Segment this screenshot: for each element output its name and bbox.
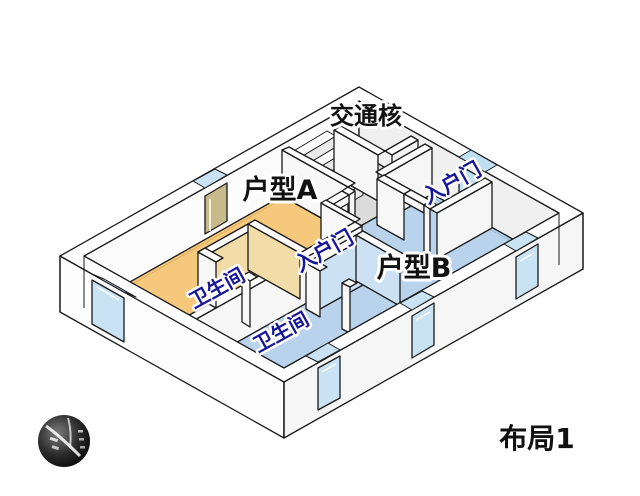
window-se3 — [515, 243, 539, 300]
windows — [91, 149, 539, 411]
unit-a-label: 户型A — [243, 174, 318, 206]
window-frame-line — [321, 363, 337, 373]
window-sw-top-notch — [91, 273, 137, 298]
logo-slash — [45, 424, 82, 458]
division-jog-wall-top — [320, 199, 361, 223]
core-bottom-wall-top — [375, 143, 433, 177]
core-label: 交通核 — [330, 102, 402, 130]
shaft-wall2-top — [384, 135, 419, 156]
window-se1-top-notch — [305, 342, 341, 363]
window-nw-top-notch — [192, 168, 228, 189]
logo-mark — [78, 430, 83, 433]
logo-watermark — [38, 415, 90, 467]
window-frame-line — [415, 311, 431, 321]
window-se2-top-notch — [399, 290, 435, 311]
bathroom-unit-a — [197, 219, 308, 328]
core-left-wall-top — [281, 146, 356, 188]
logo-slash2 — [67, 417, 72, 449]
unit-b-label: 户型B — [377, 252, 452, 284]
window-se2 — [411, 302, 435, 359]
bathroom-unit-b — [305, 230, 408, 334]
window-frame-line — [519, 252, 535, 262]
bath-b-left-wall-seg1-top — [305, 258, 328, 272]
bath-b-left-wall-seg2-top — [341, 278, 358, 288]
bath-a-left-wall-seg2-top — [241, 271, 258, 282]
logo-mark — [80, 446, 85, 449]
bath-a-right-wall-top — [247, 219, 308, 254]
logo-mark — [51, 445, 60, 451]
layout-title-label: 布局1 — [499, 422, 574, 455]
b-hall-left-wall-seg2 — [423, 204, 431, 256]
logo-mark — [79, 438, 84, 441]
bath-a-left-wall-seg1-top — [197, 247, 224, 263]
b-hall-bottom-wall-top — [429, 177, 493, 214]
window-frame-line — [96, 286, 120, 301]
window-se3-top-notch — [503, 231, 539, 252]
logo-mark — [49, 436, 59, 443]
bath-b-left-wall-seg2 — [341, 282, 351, 334]
window-se1 — [317, 355, 341, 411]
bath-b-right-wall-top — [355, 230, 408, 261]
entry-door-b-top-notch — [458, 149, 498, 173]
window-southwest — [91, 279, 125, 343]
